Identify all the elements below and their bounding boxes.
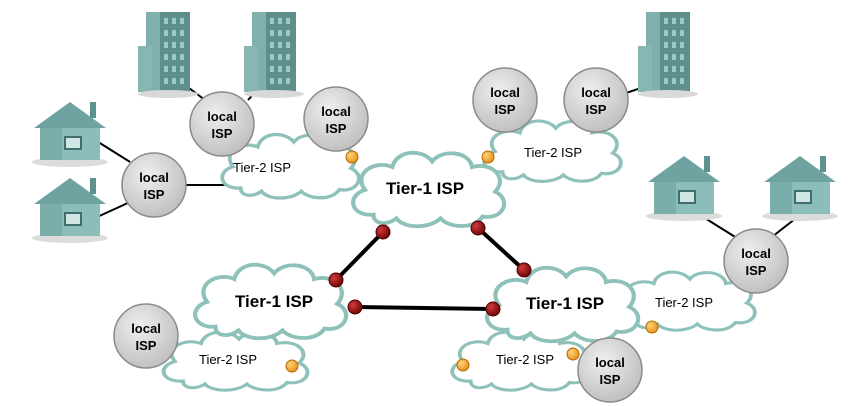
local-isp-disk: local ISP	[563, 67, 629, 133]
svg-text:ISP: ISP	[212, 126, 233, 141]
svg-text:ISP: ISP	[600, 372, 621, 387]
router-red-icon	[375, 224, 391, 240]
tier2-right-label: Tier-2 ISP	[655, 295, 713, 310]
svg-text:local: local	[490, 85, 520, 100]
router-orange-icon	[456, 358, 470, 372]
local-isp-disk: local ISP	[577, 337, 643, 403]
link-tier1-top-left	[334, 230, 385, 282]
local-isp-disk: local ISP	[723, 228, 789, 294]
tier1-top-label: Tier-1 ISP	[386, 179, 464, 198]
svg-text:ISP: ISP	[136, 338, 157, 353]
tier1-left-label: Tier-1 ISP	[235, 292, 313, 311]
router-orange-icon	[285, 359, 299, 373]
office-building-icon	[244, 12, 304, 98]
svg-text:local: local	[207, 109, 237, 124]
svg-text:ISP: ISP	[495, 102, 516, 117]
local-isp-disk: local ISP	[303, 86, 369, 152]
tier2-bottom-left-label: Tier-2 ISP	[199, 352, 257, 367]
house-icon	[762, 156, 838, 221]
svg-text:ISP: ISP	[144, 187, 165, 202]
tier2-routers	[285, 150, 659, 373]
svg-text:ISP: ISP	[326, 121, 347, 136]
house-icon	[646, 156, 722, 221]
svg-text:local: local	[139, 170, 169, 185]
tier1-right-label: Tier-1 ISP	[526, 294, 604, 313]
house-icon	[32, 178, 108, 243]
svg-text:local: local	[131, 321, 161, 336]
local-isp-disk: local ISP	[189, 91, 255, 157]
router-red-icon	[347, 299, 363, 315]
local-isp-disk: local ISP	[121, 152, 187, 218]
tier1-links	[334, 226, 526, 311]
svg-text:local: local	[595, 355, 625, 370]
office-building-icon	[638, 12, 698, 98]
link-tier1-left-right	[354, 305, 494, 311]
router-red-icon	[485, 301, 501, 317]
tier2-top-right-label: Tier-2 ISP	[524, 145, 582, 160]
router-orange-icon	[566, 347, 580, 361]
svg-text:ISP: ISP	[746, 263, 767, 278]
router-orange-icon	[481, 150, 495, 164]
router-orange-icon	[345, 150, 359, 164]
tier2-bottom-right-label: Tier-2 ISP	[496, 352, 554, 367]
local-isp-disk: local ISP	[472, 67, 538, 133]
svg-text:local: local	[581, 85, 611, 100]
link-house-local-isp-1	[94, 139, 131, 163]
house-icon	[32, 102, 108, 167]
tier2-top-left-label: Tier-2 ISP	[233, 160, 291, 175]
local-isp-disk: local ISP	[113, 303, 179, 369]
router-red-icon	[470, 220, 486, 236]
link-tier1-top-right	[476, 226, 526, 272]
svg-text:local: local	[741, 246, 771, 261]
router-red-icon	[328, 272, 344, 288]
link-house-local-isp-2	[94, 201, 131, 219]
svg-text:ISP: ISP	[586, 102, 607, 117]
router-orange-icon	[645, 320, 659, 334]
router-red-icon	[516, 262, 532, 278]
tier1-routers	[328, 220, 532, 317]
office-building-icon	[138, 12, 198, 98]
svg-text:local: local	[321, 104, 351, 119]
